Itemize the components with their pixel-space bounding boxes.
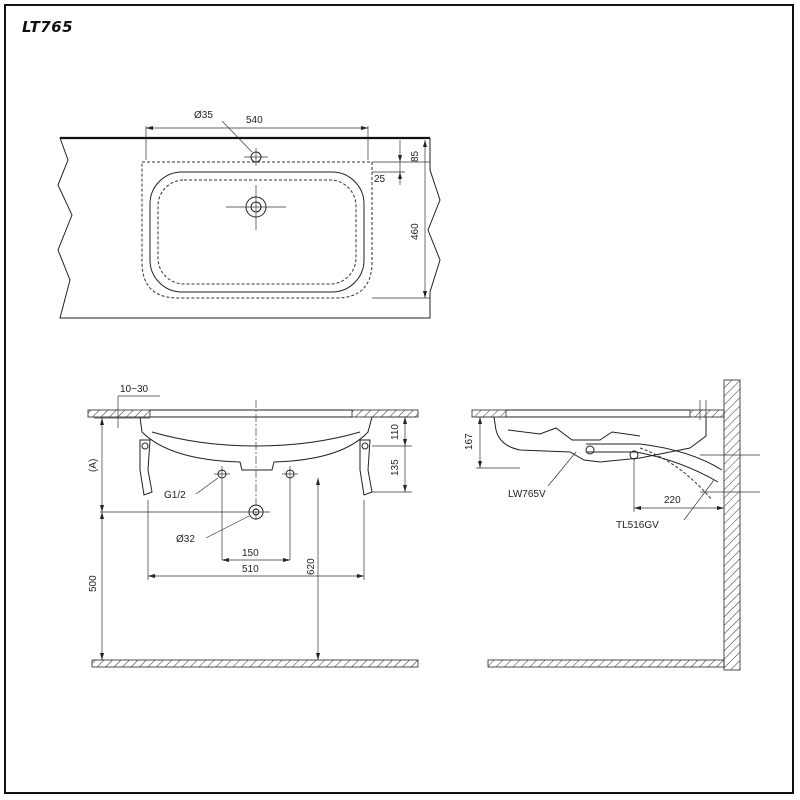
- side-basin-body: [493, 416, 707, 463]
- hole-offset-label: 85: [410, 150, 421, 162]
- mount-height-label: 500: [88, 575, 99, 592]
- trap-pipe: [586, 443, 723, 471]
- drain-diameter-label: Ø32: [176, 534, 195, 545]
- tap-hole-symbol: [221, 120, 268, 166]
- supply-right-symbol: [282, 466, 298, 560]
- rim-label: 25: [374, 174, 386, 185]
- front-counter-right: [351, 409, 419, 418]
- basin-height-label: 167: [464, 433, 475, 450]
- supply-left-symbol: [214, 466, 230, 560]
- front-floor: [91, 659, 419, 668]
- right-bracket: [359, 439, 373, 496]
- drain-symbol: [226, 185, 286, 230]
- bracket-model-label: LW765V: [508, 489, 546, 500]
- front-basin-body: [139, 416, 373, 471]
- left-bracket: [139, 439, 153, 496]
- projection-label: 220: [664, 495, 681, 506]
- counter-thickness-label: 10~30: [120, 384, 149, 395]
- supply-height-label: 620: [306, 558, 317, 575]
- side-floor: [487, 659, 725, 668]
- top-view: [57, 120, 441, 319]
- thread-label: G1/2: [164, 490, 186, 501]
- bracket-height-label: 135: [390, 459, 401, 476]
- mount-label: (A): [88, 459, 99, 472]
- pipe-spacing-label: 150: [242, 548, 259, 559]
- basin-bowl-inner: [157, 179, 357, 285]
- rim-height-label: 110: [390, 424, 401, 440]
- side-wall: [723, 379, 741, 671]
- width-label: 540: [246, 115, 263, 126]
- basin-bowl-outer: [149, 171, 365, 293]
- bracket-spacing-label: 510: [242, 564, 259, 575]
- model-title: LT765: [22, 18, 74, 36]
- hole-diameter-label: Ø35: [194, 110, 213, 121]
- waste-symbol: [100, 504, 270, 520]
- depth-label: 460: [410, 223, 421, 240]
- countertop-outline: [57, 137, 441, 319]
- basin-outer-outline: [141, 161, 373, 299]
- front-view: [87, 395, 419, 668]
- trap-model-label: TL516GV: [616, 520, 659, 531]
- front-counter-left: [87, 409, 151, 418]
- side-view: [471, 379, 760, 671]
